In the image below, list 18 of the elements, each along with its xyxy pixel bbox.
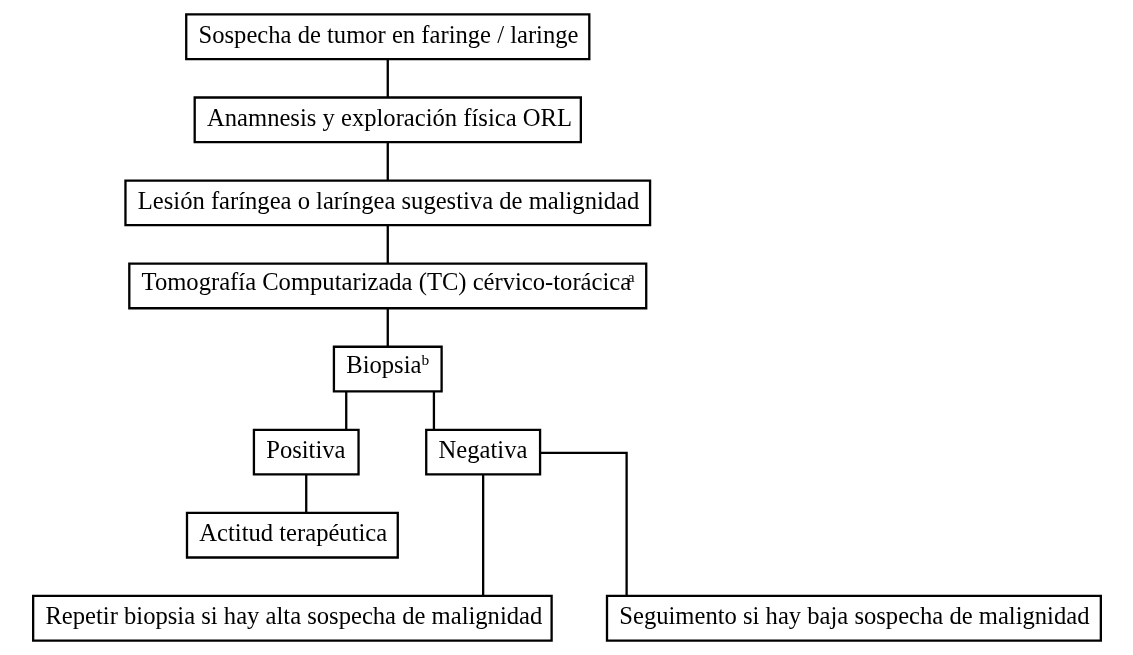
node-box: Positiva xyxy=(252,428,360,476)
node-box: Lesión faríngea o laríngea sugestiva de malignidad xyxy=(123,179,651,227)
node-box: Biopsia$^{b}$ xyxy=(332,345,443,393)
node-box: Anamnesis y exploración física ORL xyxy=(193,96,582,144)
connector xyxy=(539,451,628,596)
connector xyxy=(432,391,435,430)
connector xyxy=(386,142,389,181)
connector xyxy=(386,225,389,264)
connector xyxy=(386,308,389,347)
connector xyxy=(386,59,389,98)
node-box: Seguimento si hay baja sospecha de malignidad xyxy=(605,594,1102,642)
connector xyxy=(481,474,484,596)
connector xyxy=(344,391,347,430)
node-box: Sospecha de tumor en faringe / laringe xyxy=(184,13,590,61)
node-box: Actitud terapéutica xyxy=(185,511,399,559)
node-box: Negativa xyxy=(424,428,541,476)
node-box: Repetir biopsia si hay alta sospecha de malignidad xyxy=(31,594,553,642)
connector xyxy=(304,474,307,513)
